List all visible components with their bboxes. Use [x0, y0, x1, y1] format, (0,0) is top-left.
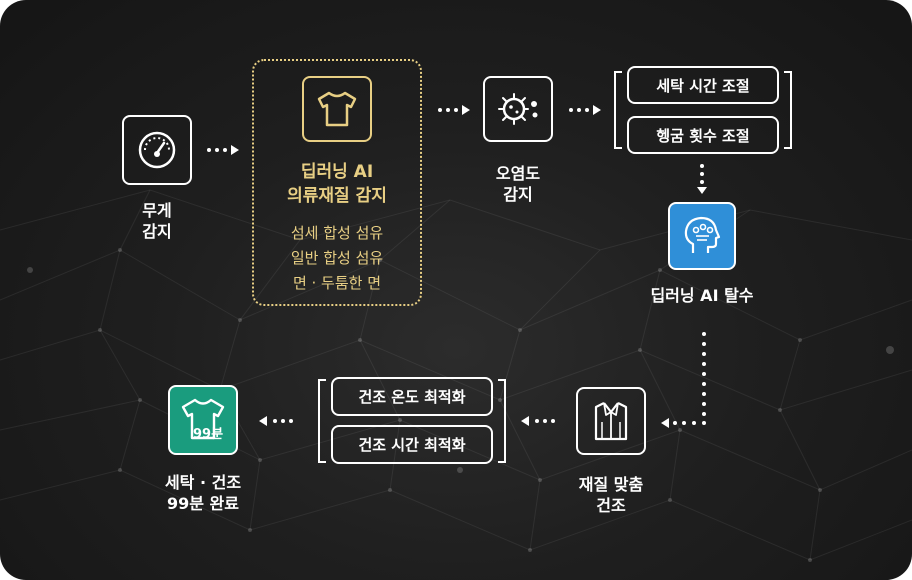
fabric-icon-box	[302, 76, 372, 142]
flow-arrow-3	[569, 105, 601, 115]
soil-sensor-icon-box	[483, 76, 553, 142]
ai-spin-icon-box	[668, 202, 736, 270]
rinse-count-adjust-pill: 헹굼 횟수 조절	[627, 116, 779, 154]
fabric-drying-label: 재질 맞춤 건조	[578, 475, 644, 515]
flow-arrow-1	[207, 145, 239, 155]
ai-spin-label: 딥러닝 AI 탈수	[650, 286, 754, 305]
flow-arrow-7	[259, 416, 293, 426]
fabric-detection-title: 딥러닝 AI 의류재질 감지	[287, 162, 387, 206]
weight-sensor-icon-box	[122, 115, 192, 185]
flow-arrow-5	[661, 332, 706, 428]
flow-arrow-2	[438, 105, 470, 115]
tshirt-icon	[317, 91, 357, 127]
fabric-type-list: 섬세 합성 섬유 일반 합성 섬유 면 · 두툼한 면	[290, 224, 384, 292]
tshirt-99-icon	[181, 398, 225, 440]
gauge-icon	[138, 131, 176, 169]
ai-head-icon	[684, 216, 721, 253]
dry-time-optimize-pill: 건조 시간 최적화	[331, 425, 493, 464]
optimize-bracket	[318, 379, 506, 463]
flow-arrow-4	[697, 164, 707, 194]
wash-time-adjust-pill: 세탁 시간 조절	[627, 66, 779, 104]
drying-icon-box	[576, 387, 646, 455]
soil-particles-icon	[498, 93, 538, 125]
done-time-badge: 99분	[193, 427, 224, 442]
shirt-icon	[594, 402, 628, 441]
adjust-bracket	[614, 71, 792, 149]
dry-temp-optimize-pill: 건조 온도 최적화	[331, 377, 493, 416]
flow-arrow-6	[521, 416, 555, 426]
wash-dry-complete-label: 세탁 · 건조 99분 완료	[164, 473, 242, 513]
fabric-detection-frame	[252, 59, 422, 306]
done-icon-box: 99분	[168, 385, 238, 455]
weight-sensing-label: 무게 감지	[142, 201, 172, 241]
soil-sensing-label: 오염도 감지	[495, 164, 541, 204]
